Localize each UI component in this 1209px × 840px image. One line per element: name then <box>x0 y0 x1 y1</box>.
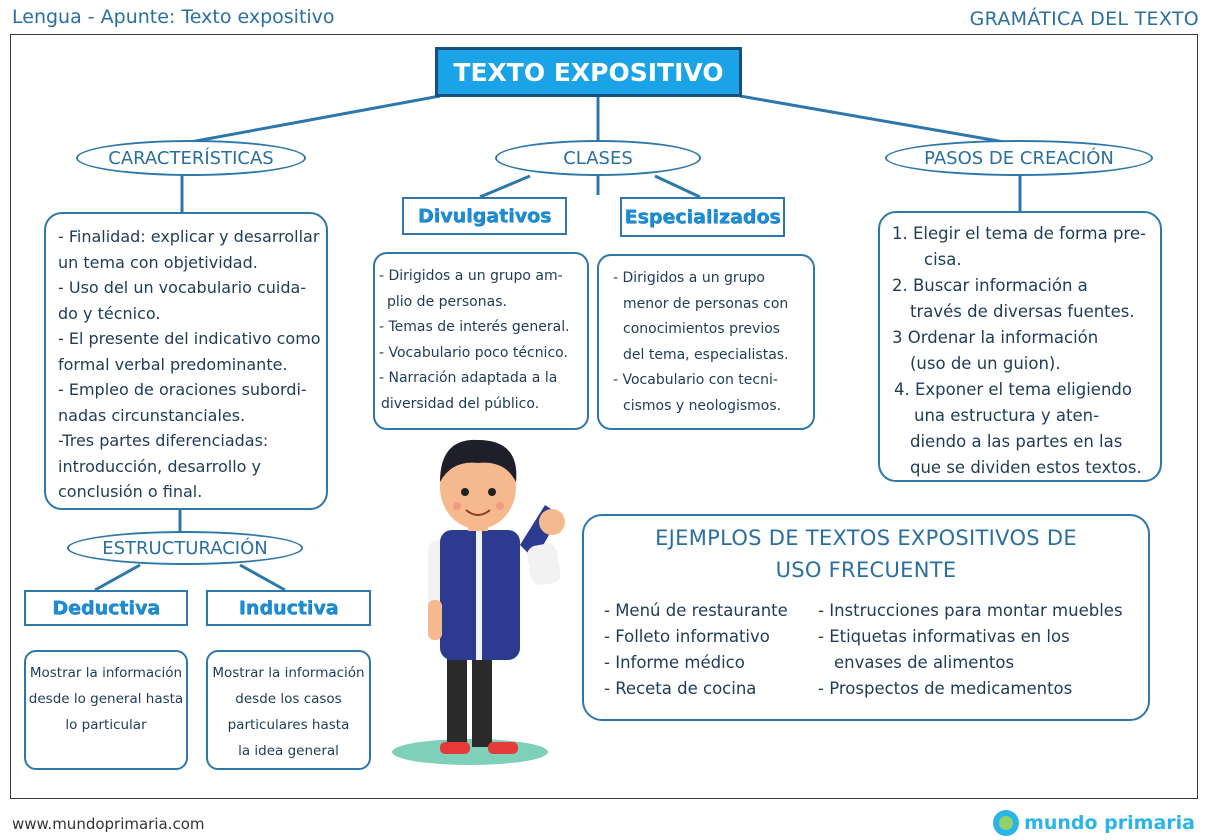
tag-inductiva: Inductiva <box>206 590 371 626</box>
pasos-list: 1. Elegir el tema de forma pre- cisa. 2.… <box>892 221 1160 481</box>
inductiva-line: Mostrar la información <box>212 665 365 681</box>
oval-estructuracion: ESTRUCTURACIÓN <box>67 531 303 565</box>
list-item: que se dividen estos textos. <box>910 458 1142 477</box>
list-item: - Temas de interés general. <box>379 319 570 335</box>
footer-url[interactable]: www.mundoprimaria.com <box>12 815 205 833</box>
list-item: cismos y neologismos. <box>623 397 782 414</box>
list-item: - Dirigidos a un grupo am- <box>379 268 563 284</box>
boy-illustration <box>392 439 565 765</box>
list-item: diendo a las partes en las <box>910 432 1123 451</box>
list-item: - Uso del un vocabulario cuida- <box>58 278 307 297</box>
list-item: menor de personas con <box>623 295 789 312</box>
ejemplos-col2: - Instrucciones para montar muebles - Et… <box>818 598 1123 702</box>
list-item: nadas circunstanciales. <box>58 405 246 425</box>
list-item: del tema, especialistas. <box>623 346 789 363</box>
list-item: formal verbal predominante. <box>58 354 288 374</box>
list-item: - Receta de cocina <box>604 679 757 698</box>
list-item: - Menú de restaurante <box>604 601 788 620</box>
caracteristicas-box: - Finalidad: explicar y desarrollar un t… <box>44 212 328 510</box>
tag-deductiva: Deductiva <box>24 590 188 626</box>
oval-caracteristicas: CARACTERÍSTICAS <box>76 140 306 176</box>
ejemplos-title-line1: EJEMPLOS DE TEXTOS EXPOSITIVOS DE <box>655 526 1077 550</box>
brand-name: mundo primaria <box>1024 812 1195 834</box>
list-item: - Dirigidos a un grupo <box>613 270 765 286</box>
ejemplos-box: EJEMPLOS DE TEXTOS EXPOSITIVOS DE USO FR… <box>582 514 1150 721</box>
especializados-box: - Dirigidos a un grupo menor de personas… <box>597 254 815 430</box>
divulgativos-box: - Dirigidos a un grupo am- plio de perso… <box>373 252 589 430</box>
list-item: conclusión o final. <box>58 482 203 501</box>
list-item: 2. Buscar información a <box>892 276 1088 295</box>
deductiva-line: Mostrar la información <box>29 665 183 681</box>
list-item: diversidad del público. <box>381 395 540 412</box>
list-item: una estructura y aten- <box>914 406 1100 425</box>
divulgativos-list: - Dirigidos a un grupo am- plio de perso… <box>379 264 587 417</box>
list-item: - Instrucciones para montar muebles <box>818 601 1123 620</box>
list-item: - Vocabulario con tecni- <box>613 372 778 388</box>
inductiva-line: desde los casos <box>235 691 342 707</box>
list-item: do y técnico. <box>58 303 161 323</box>
list-item: envases de alimentos <box>834 653 1015 672</box>
list-item: - Finalidad: explicar y desarrollar <box>58 227 320 246</box>
list-item: conocimientos previos <box>623 321 781 337</box>
list-item: un tema con objetividad. <box>58 252 258 272</box>
list-item: (uso de un guion). <box>910 354 1061 373</box>
main-title: TEXTO EXPOSITIVO <box>435 47 742 97</box>
brand-logo: mundo primaria <box>993 810 1195 836</box>
list-item: - Folleto informativo <box>604 627 770 646</box>
deductiva-line: desde lo general hasta <box>28 691 184 707</box>
list-item: - Prospectos de medicamentos <box>818 679 1073 698</box>
list-item: cisa. <box>924 250 962 269</box>
oval-pasos: PASOS DE CREACIÓN <box>885 140 1153 176</box>
list-item: - Empleo de oraciones subordi- <box>58 380 307 399</box>
ejemplos-columns: - Menú de restaurante - Folleto informat… <box>584 598 1148 702</box>
content-frame <box>10 34 1198 799</box>
list-item: - Narración adaptada a la <box>379 370 558 386</box>
header-subject: Lengua - Apunte: Texto expositivo <box>12 6 335 28</box>
ejemplos-title-line2: USO FRECUENTE <box>775 558 957 582</box>
globe-icon <box>993 810 1020 836</box>
inductiva-box: Mostrar la información desde los casos p… <box>206 650 371 770</box>
list-item: plio de personas. <box>387 293 507 310</box>
deductiva-box: Mostrar la información desde lo general … <box>24 650 188 770</box>
list-item: 3 Ordenar la información <box>892 328 1099 347</box>
list-item: - Vocabulario poco técnico. <box>379 344 568 361</box>
list-item: - El presente del indicativo como <box>58 329 321 348</box>
list-item: 1. Elegir el tema de forma pre- <box>892 224 1146 243</box>
especializados-list: - Dirigidos a un grupo menor de personas… <box>613 266 813 419</box>
list-item: 4. Exponer el tema eligiendo <box>894 380 1132 399</box>
list-item: - Etiquetas informativas en los <box>818 627 1070 646</box>
inductiva-line: la idea general <box>238 743 339 759</box>
tag-divulgativos: Divulgativos <box>402 197 567 235</box>
oval-clases: CLASES <box>495 140 701 176</box>
header-category: GRAMÁTICA DEL TEXTO <box>969 8 1199 30</box>
list-item: - Informe médico <box>604 653 745 672</box>
tag-especializados: Especializados <box>620 197 785 237</box>
list-item: través de diversas fuentes. <box>910 302 1135 321</box>
deductiva-line: lo particular <box>65 717 147 733</box>
list-item: introducción, desarrollo y <box>58 456 261 476</box>
caracteristicas-list: - Finalidad: explicar y desarrollar un t… <box>58 224 326 505</box>
inductiva-line: particulares hasta <box>227 717 350 733</box>
list-item: -Tres partes diferenciadas: <box>58 431 269 450</box>
pasos-box: 1. Elegir el tema de forma pre- cisa. 2.… <box>878 211 1162 482</box>
ejemplos-col1: - Menú de restaurante - Folleto informat… <box>604 598 818 702</box>
